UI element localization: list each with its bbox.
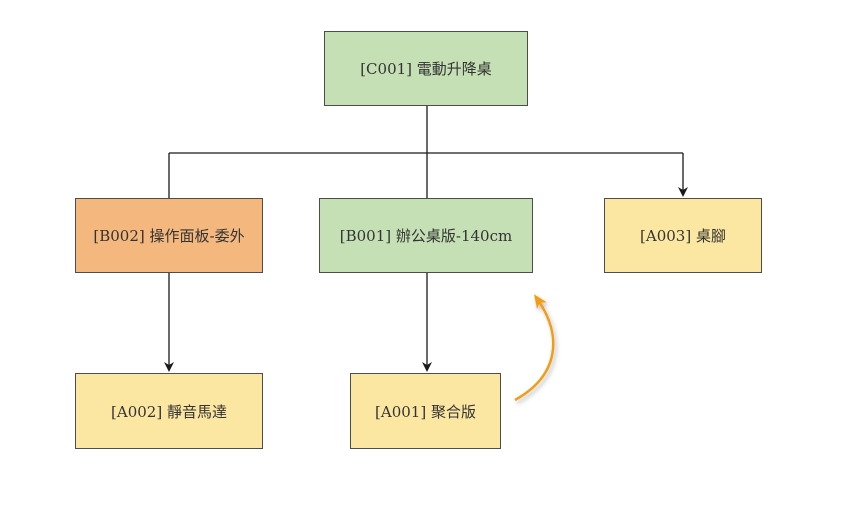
node-a003[interactable]: [A003] 桌腳 [604,198,762,273]
node-a001[interactable]: [A001] 聚合版 [350,373,501,449]
node-b001-label: [B001] 辦公桌版-140cm [339,227,513,245]
node-b002-label: [B002] 操作面板-委外 [93,227,245,245]
node-c001-label: [C001] 電動升降桌 [360,60,492,78]
node-a003-label: [A003] 桌腳 [640,227,726,245]
node-a002-label: [A002] 靜音馬達 [111,402,227,421]
node-a002[interactable]: [A002] 靜音馬達 [75,373,263,449]
highlight-curved-arrow [514,294,555,402]
node-b001[interactable]: [B001] 辦公桌版-140cm [319,198,533,273]
node-b002[interactable]: [B002] 操作面板-委外 [75,198,263,273]
node-c001[interactable]: [C001] 電動升降桌 [324,31,528,106]
node-a001-label: [A001] 聚合版 [375,402,476,421]
